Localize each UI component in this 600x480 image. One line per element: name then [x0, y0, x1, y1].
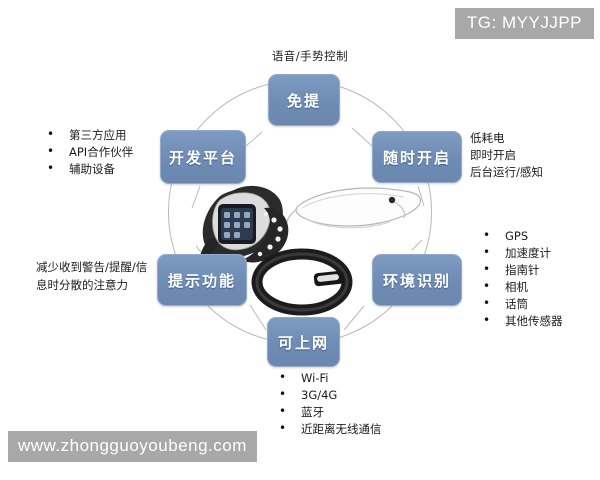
context-bullet-list: GPS 加速度计 指南针 相机 话筒 其他传感器 — [466, 227, 563, 330]
node-handsfree[interactable]: 免提 — [268, 74, 340, 126]
list-item: 近距离无线通信 — [279, 420, 382, 438]
connectivity-bullet-list: Wi-Fi 3G/4G 蓝牙 近距离无线通信 — [262, 369, 382, 438]
smartwatch-photo — [199, 185, 289, 293]
annotation-line: 后台运行/感知 — [470, 165, 543, 179]
list-item: 加速度计 — [483, 244, 563, 262]
annotation-context-awareness: GPS 加速度计 指南针 相机 话筒 其他传感器 — [466, 227, 563, 330]
list-item: 3G/4G — [279, 386, 382, 404]
watermark-top-badge: TG: MYYJJPP — [454, 8, 594, 39]
list-item: GPS — [483, 227, 563, 245]
list-item: 第三方应用 — [47, 126, 133, 144]
node-always-on[interactable]: 随时开启 — [372, 131, 462, 183]
list-item: 指南针 — [483, 261, 563, 279]
list-item: API合作伙伴 — [47, 143, 133, 161]
annotation-line: 即时开启 — [470, 148, 516, 162]
annotation-notification: 减少收到警告/提醒/信息时分散的注意力 — [36, 258, 154, 294]
node-handsfree-label: 免提 — [286, 91, 321, 110]
node-notification[interactable]: 提示功能 — [157, 254, 247, 306]
watermark-bottom-url: www.zhongguoyoubeng.com — [8, 431, 257, 462]
list-item: 其他传感器 — [483, 312, 563, 330]
node-context-awareness-label: 环境识别 — [382, 271, 451, 290]
wearable-devices-group — [176, 178, 426, 318]
list-item: 蓝牙 — [279, 403, 382, 421]
annotation-internet-capable: Wi-Fi 3G/4G 蓝牙 近距离无线通信 — [262, 369, 382, 438]
node-internet-capable[interactable]: 可上网 — [267, 317, 340, 367]
fitness-band-photo — [251, 248, 353, 316]
annotation-line: 低耗电 — [470, 131, 505, 145]
node-notification-label: 提示功能 — [167, 271, 236, 290]
node-internet-capable-label: 可上网 — [277, 333, 329, 352]
annotation-text: 减少收到警告/提醒/信息时分散的注意力 — [36, 260, 148, 292]
smart-glasses-photo — [285, 187, 422, 231]
devices-illustration — [199, 185, 422, 316]
node-always-on-label: 随时开启 — [382, 148, 451, 167]
annotation-always-on: 低耗电 即时开启 后台运行/感知 — [470, 130, 543, 181]
list-item: 相机 — [483, 278, 563, 296]
list-item: 辅助设备 — [47, 160, 133, 178]
list-item: 话筒 — [483, 295, 563, 313]
dev-platform-bullet-list: 第三方应用 API合作伙伴 辅助设备 — [30, 126, 133, 178]
node-context-awareness[interactable]: 环境识别 — [372, 254, 462, 306]
annotation-dev-platform: 第三方应用 API合作伙伴 辅助设备 — [30, 126, 133, 178]
list-item: Wi-Fi — [279, 369, 382, 387]
node-dev-platform[interactable]: 开发平台 — [160, 130, 246, 184]
node-dev-platform-label: 开发平台 — [168, 148, 237, 167]
caption-voice-gesture: 语音/手势控制 — [271, 49, 349, 63]
